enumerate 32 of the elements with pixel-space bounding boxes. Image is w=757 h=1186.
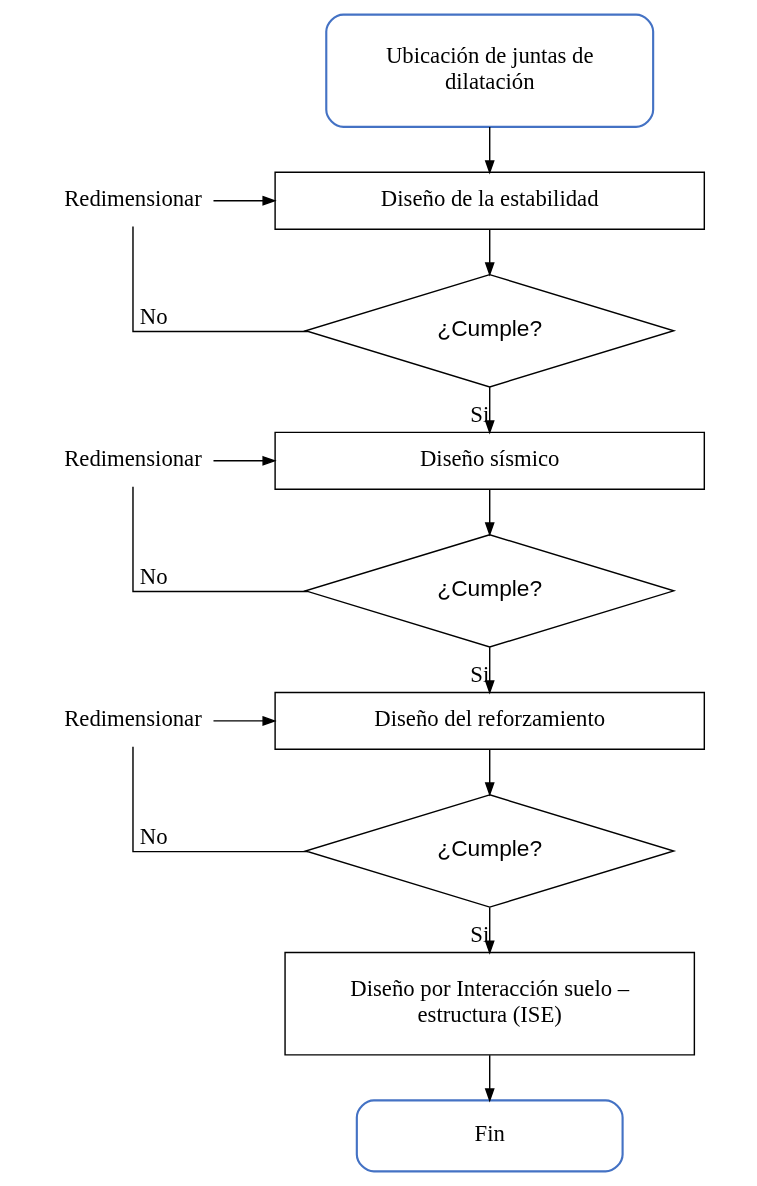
node-diamond: ¿Cumple? [303, 273, 677, 388]
arrow [484, 228, 495, 277]
arrow [484, 646, 495, 695]
edge-label: No [139, 824, 168, 850]
arrow [484, 489, 495, 537]
node-box: Diseño del reforzamiento [274, 691, 706, 751]
node-box: Ubicación de juntas de dilatación [325, 13, 655, 128]
arrow [212, 715, 277, 726]
node-box: Diseño por Interacción suelo – estructura (ISE) [284, 951, 696, 1056]
arrow [484, 1054, 495, 1103]
connector [132, 746, 309, 853]
connector [132, 485, 309, 593]
arrow [484, 749, 495, 797]
node-box: Diseño de la estabilidad [274, 171, 706, 230]
arrow [212, 455, 277, 466]
edge-label: Si [470, 662, 490, 688]
arrow [484, 906, 495, 955]
node-text: Redimensionar [64, 446, 202, 472]
node-box: Fin [355, 1099, 624, 1173]
node-text: Redimensionar [64, 186, 202, 212]
node-box: Diseño sísmico [274, 431, 706, 490]
edge-label: Si [470, 402, 490, 428]
connector [132, 225, 309, 333]
arrow [484, 126, 495, 175]
arrow [484, 386, 495, 435]
edge-label: Si [470, 922, 490, 948]
node-diamond: ¿Cumple? [303, 534, 677, 648]
node-text: Redimensionar [64, 706, 202, 732]
edge-label: No [139, 564, 168, 590]
edge-label: No [139, 304, 168, 330]
node-diamond: ¿Cumple? [303, 794, 677, 908]
arrow [212, 195, 277, 206]
